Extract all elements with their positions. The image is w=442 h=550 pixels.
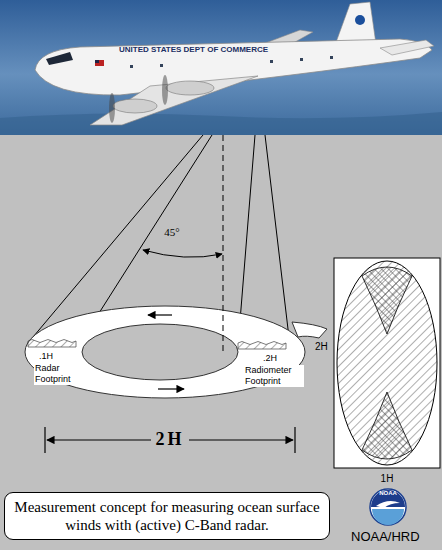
propeller (109, 93, 115, 123)
radar-footprint (28, 340, 76, 348)
rotation-arrow (148, 314, 172, 315)
noaa-logo (370, 489, 406, 525)
engine (113, 99, 157, 113)
caption-text: Measurement concept for measuring ocean … (13, 498, 321, 534)
radiometer-footprint (238, 342, 286, 350)
scan-ring (25, 306, 305, 398)
tail-fin (335, 2, 376, 45)
near-wing (90, 76, 258, 125)
angle-label: 45° (163, 226, 180, 239)
fuselage-lettering: UNITED STATES DEPT OF COMMERCE (118, 45, 269, 55)
rotation-arrow (158, 388, 184, 389)
dimension-label: 2H (314, 341, 329, 353)
footprint-size: .2H (262, 353, 278, 364)
scan-ring-hole (82, 324, 238, 380)
cockpit-window (46, 52, 73, 65)
tail-emblem (355, 15, 365, 25)
propeller (162, 75, 168, 105)
cabin-windows (130, 56, 333, 68)
scan-ring-tail (292, 322, 327, 338)
stabilizer (380, 40, 434, 55)
engine (166, 81, 214, 95)
footprint-label: Radiometer Footprint (244, 365, 304, 387)
dimension-label: 2H (151, 429, 188, 451)
footprint-size: .1H (38, 351, 54, 362)
caption-box: Measurement concept for measuring ocean … (4, 492, 330, 540)
fuselage (35, 39, 432, 95)
flag (95, 60, 99, 63)
nadir-line (223, 135, 224, 352)
dimension-line (45, 427, 295, 453)
logo-text: NOAA (378, 490, 398, 497)
angle-arc (143, 250, 222, 257)
footprint-label: Radar Footprint (34, 363, 84, 385)
aircraft-photo (0, 0, 442, 135)
dimension-label: 1H (380, 473, 395, 485)
ocean-band (0, 112, 442, 135)
sky-background (0, 0, 442, 135)
footprint-inset (334, 258, 440, 468)
flag (95, 60, 104, 66)
organization-label: NOAA/HRD (350, 529, 421, 545)
